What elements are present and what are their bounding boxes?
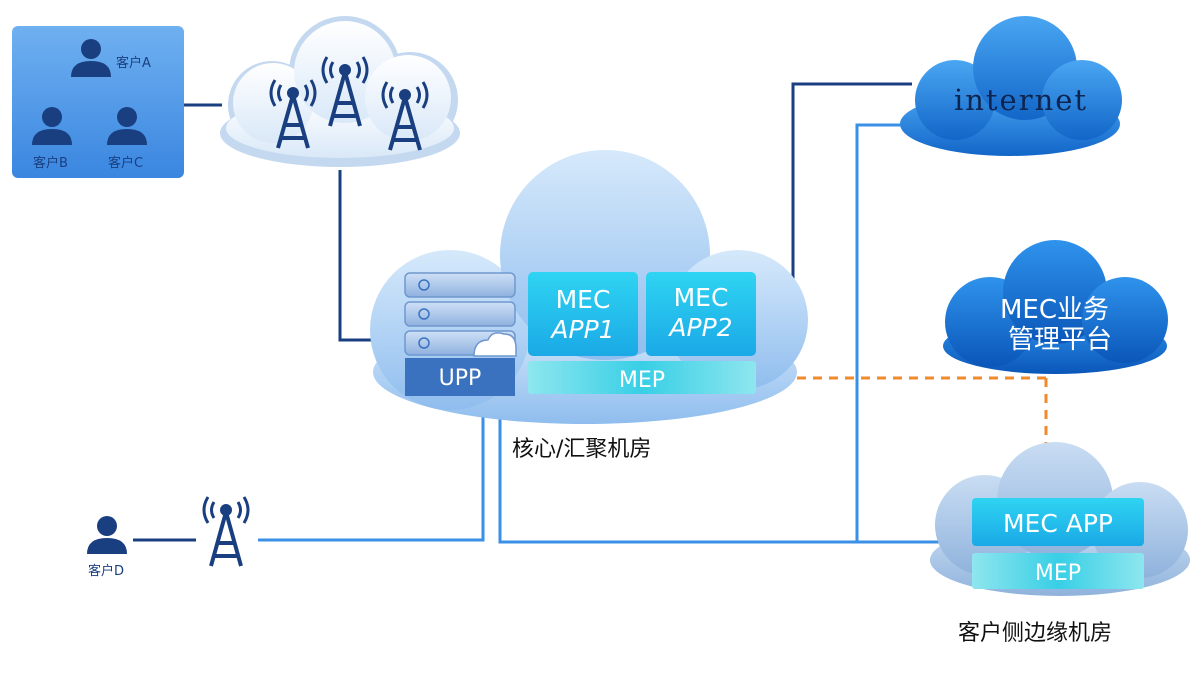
- link-internet-to-edge: [855, 123, 912, 542]
- mec-app1-box: [528, 272, 638, 356]
- tower-icon: [381, 81, 429, 151]
- link-tower-d-to-upp: [258, 395, 485, 542]
- link-upp-to-edge: [498, 395, 945, 544]
- customer-group-box: 客户A 客户B 客户C: [12, 26, 184, 178]
- core-mep-bar: [528, 361, 756, 394]
- radio-access-cloud: [220, 16, 460, 167]
- connection-lines: [133, 82, 1054, 544]
- mec-app2-label-line2: APP2: [667, 313, 732, 342]
- edge-cloud: MEC APP MEP: [930, 442, 1190, 596]
- server-stack-icon: [404, 272, 517, 357]
- customer-b-label: 客户B: [33, 155, 68, 171]
- platform-label-line1: MEC业务: [1000, 295, 1109, 325]
- edge-mec-app-box: [972, 498, 1144, 546]
- customer-a-label: 客户A: [116, 55, 151, 71]
- tower-icon: [202, 496, 250, 567]
- customer-c-icon: [107, 107, 147, 145]
- upp-box: [405, 358, 515, 396]
- mec-app2-box: [646, 272, 756, 356]
- customer-d-label: 客户D: [88, 563, 124, 579]
- internet-cloud: internet: [900, 16, 1122, 156]
- management-platform-cloud: MEC业务 管理平台: [943, 240, 1168, 374]
- core-mep-label: MEP: [619, 368, 665, 393]
- tower-icon: [269, 79, 317, 149]
- internet-label: internet: [954, 83, 1088, 117]
- mec-app2-label-line1: MEC: [674, 283, 729, 312]
- platform-label-line2: 管理平台: [1008, 325, 1112, 355]
- customer-a-icon: [71, 39, 111, 77]
- mec-app1-label-line1: MEC: [556, 285, 611, 314]
- edge-mec-app-label: MEC APP: [1003, 509, 1113, 538]
- link-core-to-internet: [791, 82, 912, 305]
- tower-icon: [321, 56, 369, 127]
- upp-label: UPP: [439, 366, 482, 391]
- edge-caption: 客户侧边缘机房: [958, 621, 1112, 646]
- edge-mep-bar: [972, 553, 1144, 589]
- customer-d-icon: [87, 516, 127, 554]
- customer-c-label: 客户C: [108, 155, 143, 171]
- core-caption: 核心/汇聚机房: [512, 437, 651, 462]
- edge-mep-label: MEP: [1035, 561, 1081, 586]
- mec-app1-label-line2: APP1: [549, 315, 614, 344]
- core-cloud: UPP MEC APP1 MEC APP2 MEP: [370, 150, 808, 424]
- customer-b-icon: [32, 107, 72, 145]
